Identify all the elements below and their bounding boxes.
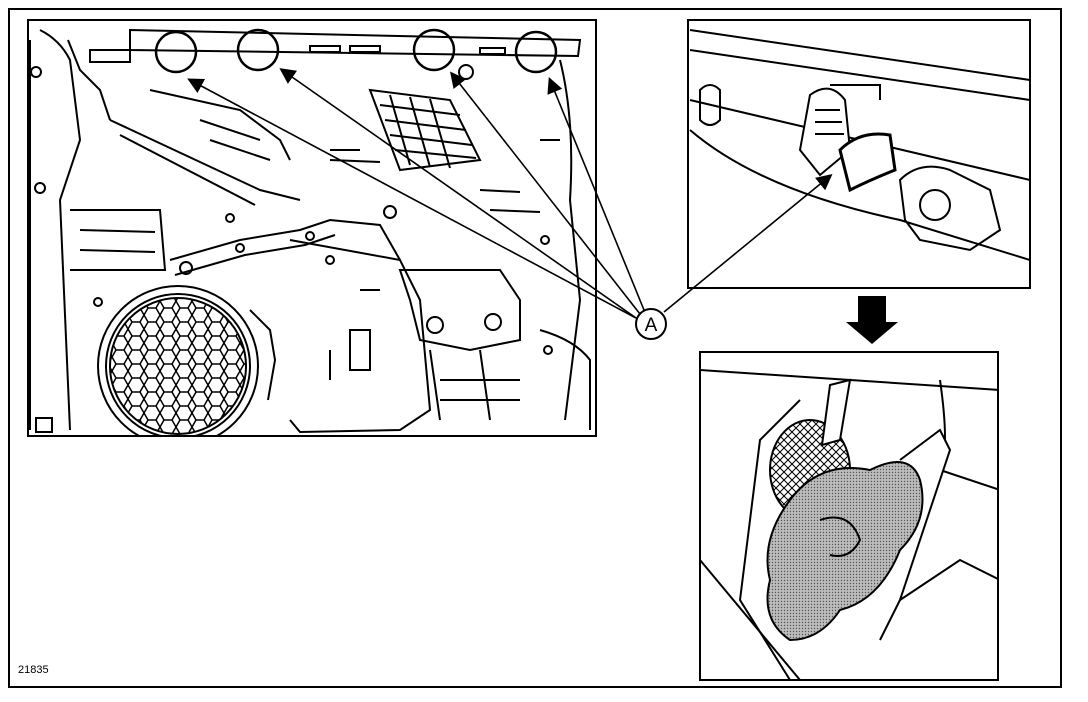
clip-location-circles [154,28,558,74]
reference-number: 21835 [18,664,49,676]
arrow-to-clip-2 [279,68,637,319]
removal-detail-drawing [700,369,998,680]
door-panel-view [27,19,597,437]
clip-detail-view [687,19,1031,289]
arrow-to-clip-4 [547,77,645,311]
removal-detail-view [699,351,999,681]
clip-circle-2 [236,28,280,72]
callout-label: A [645,315,658,336]
arrow-to-clip-detail [663,173,833,313]
callout-arrows [187,68,833,319]
down-arrow-icon [846,296,898,344]
clip-circle-3 [412,28,456,72]
clip-circle-1 [154,30,198,74]
figure-frame [8,8,1062,688]
arrow-to-clip-1 [187,78,637,319]
arrow-to-clip-3 [450,71,641,315]
callout-a: A [635,308,667,340]
clip-detail-drawing [689,29,1030,261]
clip-circle-4 [514,30,558,74]
